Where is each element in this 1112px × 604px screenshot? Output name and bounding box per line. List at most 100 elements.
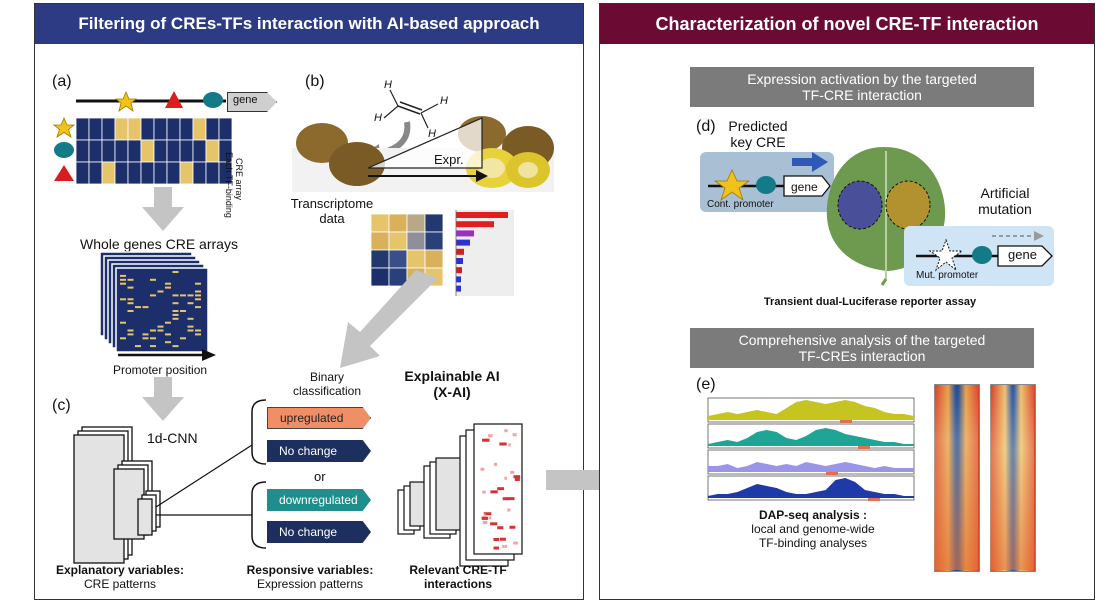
- responsive-label: Responsive variables: Expression pattern…: [240, 563, 380, 591]
- heatmap-cell: [406, 213, 426, 233]
- grid-cell: [192, 139, 207, 163]
- array-mark: [120, 337, 126, 340]
- heatmap-cell: [370, 213, 390, 233]
- panel-a-label: (a): [52, 73, 72, 90]
- xai-mark: [499, 442, 507, 446]
- grid-cell: [179, 139, 194, 163]
- xai-mark: [504, 544, 508, 548]
- dap-line-3: TF-binding analyses: [758, 536, 868, 550]
- big-diagonal-arrow: [340, 270, 438, 368]
- h-atom-4: H: [428, 128, 436, 140]
- grid-cell: [192, 117, 207, 141]
- array-mark: [150, 337, 156, 340]
- grid-cell: [88, 117, 103, 141]
- promoter-arrow: [118, 349, 216, 361]
- relevant-label: Relevant CRE-TF interactions: [398, 563, 518, 591]
- array-mark: [165, 341, 171, 344]
- array-mark: [127, 329, 134, 332]
- dap-peak-mark: [858, 446, 870, 449]
- array-mark: [187, 302, 194, 305]
- gene-label-d: gene: [791, 180, 818, 194]
- whole-genes-label: Whole genes CRE arrays: [80, 236, 238, 252]
- comp-line-2: TF-CREs interaction: [798, 348, 926, 364]
- expression-activation-header: Expression activation by the targeted TF…: [690, 67, 1034, 107]
- xai-mark: [514, 477, 520, 481]
- array-mark: [180, 310, 186, 312]
- xai-mark: [509, 525, 516, 529]
- array-mark: [195, 329, 201, 332]
- gene-box-a: [227, 92, 277, 112]
- binary-line-1: Binary: [309, 370, 344, 384]
- kiwifruit-image: [292, 116, 554, 192]
- predicted-line-1: Predicted: [728, 118, 788, 134]
- mutant-gene-label: gene: [1008, 247, 1037, 262]
- grid-cell: [166, 161, 181, 185]
- expression-bar-chart: [455, 210, 514, 296]
- heatmap-cell: [370, 231, 390, 251]
- heatmap-cell: [388, 249, 408, 269]
- grid-cell: [153, 161, 168, 185]
- array-mark: [120, 321, 126, 324]
- expression-bar: [456, 239, 470, 246]
- array-mark: [180, 294, 186, 297]
- mutant-construct: [916, 231, 1053, 272]
- genome-heatmap-1-fade: [934, 384, 978, 570]
- xai-attribution-maps: [397, 423, 523, 567]
- panel-b-label: (b): [305, 73, 325, 90]
- circle-icon: [54, 142, 74, 158]
- binary-classification-label: Binary classification: [272, 370, 382, 398]
- mut-promoter-label: Mut. promoter: [916, 270, 979, 281]
- xai-mark: [497, 487, 505, 491]
- cre-array-stack: [99, 251, 209, 353]
- grid-cell: [218, 161, 233, 185]
- h-atom-2: H: [374, 112, 382, 124]
- dap-track-signal: [708, 462, 914, 472]
- responsive-bold: Responsive variables:: [246, 563, 374, 577]
- array-mark: [187, 294, 194, 297]
- array-mark: [150, 329, 156, 332]
- heatmap-cell: [424, 231, 444, 251]
- grid-cell: [192, 161, 207, 185]
- xai-mark: [482, 521, 488, 525]
- array-mark: [195, 294, 201, 297]
- grid-cell: [127, 117, 142, 141]
- no-change-tag-2: No change: [267, 521, 371, 543]
- grid-cell: [75, 161, 90, 185]
- grid-cell: [101, 117, 116, 141]
- array-mark: [127, 310, 134, 312]
- xai-mark: [513, 541, 518, 545]
- xai-mark: [499, 537, 506, 541]
- dap-peak-mark: [840, 420, 852, 423]
- array-mark: [165, 286, 171, 289]
- array-mark: [195, 282, 201, 285]
- array-mark: [172, 317, 179, 320]
- ethylene-molecule: [383, 89, 439, 129]
- array-mark: [142, 337, 149, 340]
- xai-mark: [507, 497, 515, 501]
- array-mark: [172, 313, 179, 316]
- array-mark: [120, 298, 126, 301]
- grid-cell: [140, 117, 155, 141]
- xai-mid-layer: [435, 457, 463, 531]
- dap-seq-tracks: [707, 397, 915, 501]
- xai-line-1: Explainable AI: [404, 368, 500, 384]
- artificial-mutation-label: Artificial mutation: [960, 185, 1050, 217]
- array-mark: [187, 325, 194, 328]
- expression-bar: [456, 212, 508, 218]
- array-mark: [127, 278, 134, 281]
- grid-cell: [114, 161, 129, 185]
- cnn-layer-3: [137, 490, 161, 536]
- array-mark: [195, 333, 201, 336]
- xai-mark: [497, 526, 504, 530]
- expression-bar: [456, 230, 474, 237]
- responsive-text: Expression patterns: [256, 577, 364, 591]
- array-mark: [187, 329, 194, 332]
- triangle-icon: [54, 165, 74, 181]
- array-mark: [135, 345, 141, 348]
- xai-mark: [507, 508, 511, 512]
- grid-cell: [153, 139, 168, 163]
- grid-cell: [88, 161, 103, 185]
- panel-e-label: (e): [696, 376, 716, 393]
- h-atom-3: H: [440, 95, 448, 107]
- explanatory-text: CRE patterns: [83, 577, 157, 591]
